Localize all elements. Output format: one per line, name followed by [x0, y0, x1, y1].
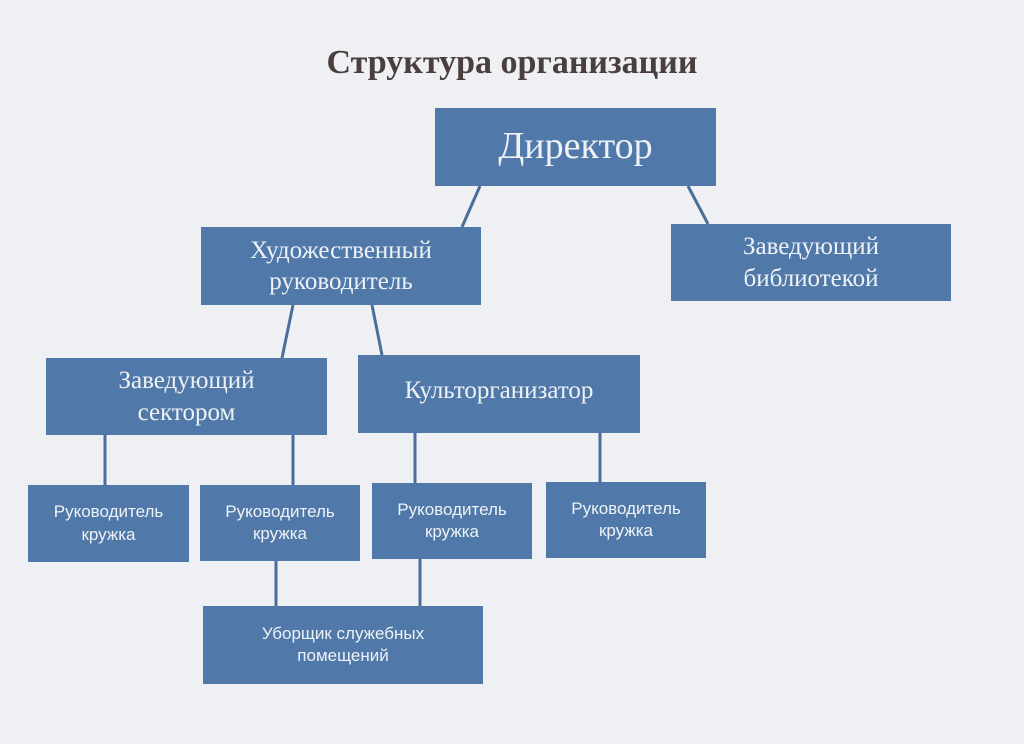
node-cleaner: Уборщик служебных помещений: [203, 606, 483, 684]
node-club-leader-4: Руководитель кружка: [546, 482, 706, 558]
node-club-leader-1: Руководитель кружка: [28, 485, 189, 562]
line-director-art: [460, 185, 482, 228]
node-club-leader-2: Руководитель кружка: [200, 485, 360, 561]
node-art-director: Художественный руководитель: [201, 227, 481, 305]
node-club-leader-3: Руководитель кружка: [372, 483, 532, 559]
chart-title: Структура организации: [326, 44, 698, 81]
node-sector-head: Заведующий сектором: [46, 358, 327, 435]
node-library-head: Заведующий библиотекой: [671, 224, 951, 301]
line-art-culture: [370, 304, 384, 356]
line-director-library: [686, 185, 710, 225]
node-culture-organizer: Культорганизатор: [358, 355, 640, 433]
node-director: Директор: [435, 108, 716, 186]
line-art-sector: [280, 304, 295, 359]
